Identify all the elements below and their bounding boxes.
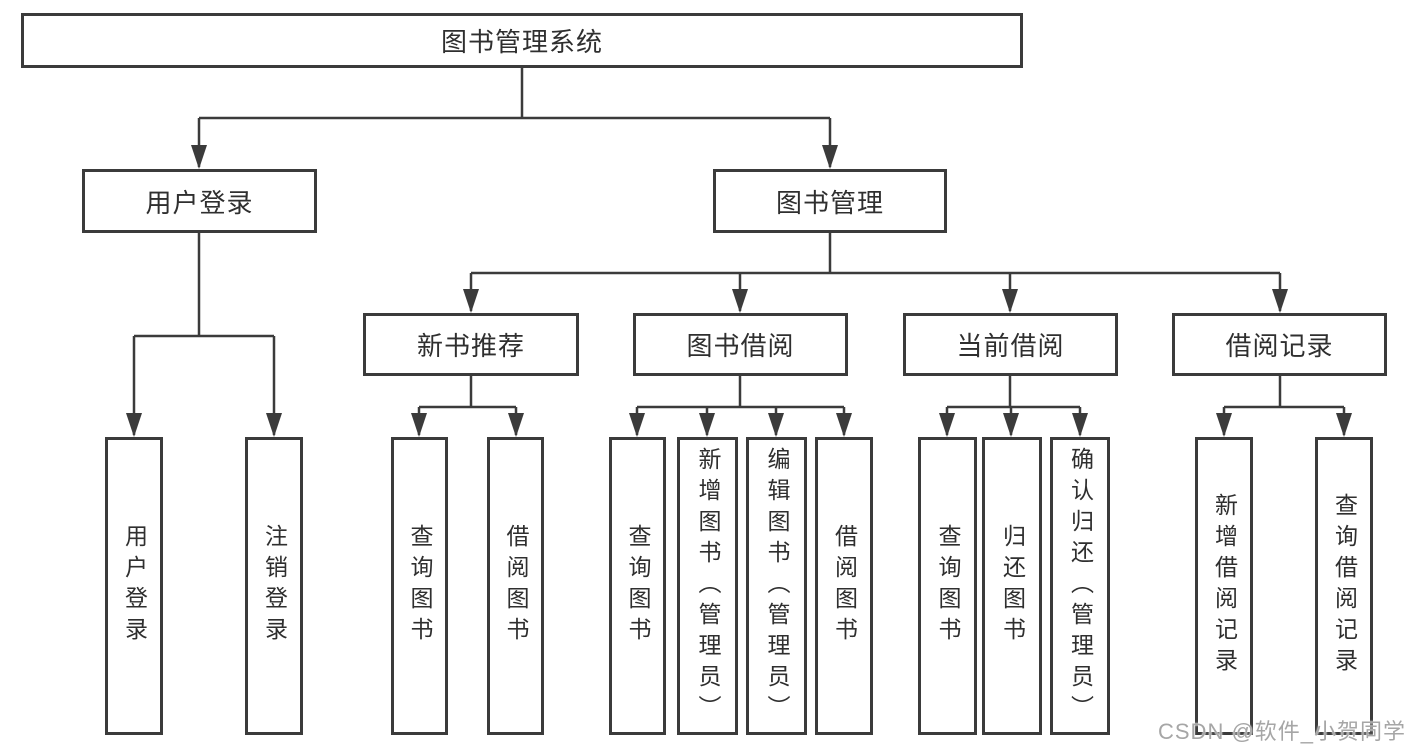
node-leaf-query-books-current: 查询图书 <box>918 437 977 735</box>
node-library-management-system: 图书管理系统 <box>21 13 1023 68</box>
node-label: 查询图书 <box>407 524 433 648</box>
arrow-down-icon <box>768 413 784 437</box>
node-leaf-query-books-borrowing: 查询图书 <box>609 437 666 735</box>
node-label: 归还图书 <box>999 524 1026 648</box>
node-leaf-borrow-books-recommendation: 借阅图书 <box>487 437 544 735</box>
connector-book-management-to-branches <box>463 233 1288 313</box>
node-label: 借阅图书 <box>831 524 858 648</box>
connector-borrowing-records-to-leaves <box>1216 376 1352 437</box>
node-label: 注销登录 <box>261 524 288 648</box>
arrow-down-icon <box>1336 413 1352 437</box>
node-label: 借阅图书 <box>503 524 529 648</box>
watermark: CSDN @软件_小贺同学 <box>1158 719 1405 744</box>
node-borrowing-records: 借阅记录 <box>1172 313 1387 376</box>
arrow-down-icon <box>191 145 207 169</box>
node-book-borrowing: 图书借阅 <box>633 313 848 376</box>
arrow-down-icon <box>463 289 479 313</box>
node-label: 图书借阅 <box>686 331 795 361</box>
node-label: 新增图书（管理员） <box>695 446 721 726</box>
arrow-down-icon <box>411 413 427 437</box>
arrow-down-icon <box>1216 413 1232 437</box>
node-new-book-recommendation: 新书推荐 <box>363 313 579 376</box>
arrow-down-icon <box>629 413 645 437</box>
node-label: 借阅记录 <box>1225 331 1334 361</box>
node-label: 用户登录 <box>145 187 254 218</box>
node-leaf-edit-book-admin: 编辑图书（管理员） <box>746 437 807 735</box>
arrow-down-icon <box>126 413 142 437</box>
arrow-down-icon <box>1002 289 1018 313</box>
connector-new-book-recommendation-to-leaves <box>411 376 524 437</box>
node-leaf-add-borrowing-record: 新增借阅记录 <box>1195 437 1253 735</box>
arrow-down-icon <box>822 145 838 169</box>
node-label: 当前借阅 <box>956 331 1065 361</box>
node-leaf-logout: 注销登录 <box>245 437 303 735</box>
node-label: 确认归还（管理员） <box>1067 446 1094 726</box>
node-label: 编辑图书（管理员） <box>764 446 790 726</box>
arrow-down-icon <box>508 413 524 437</box>
connector-user-login-to-leaves <box>126 233 282 437</box>
node-book-management: 图书管理 <box>713 169 947 233</box>
arrow-down-icon <box>1272 289 1288 313</box>
arrow-down-icon <box>939 413 955 437</box>
node-label: 图书管理 <box>775 187 884 218</box>
connector-root-to-branches <box>191 66 838 169</box>
node-leaf-borrow-books-borrowing: 借阅图书 <box>815 437 873 735</box>
node-label: 用户登录 <box>121 524 148 648</box>
node-leaf-confirm-return-admin: 确认归还（管理员） <box>1050 437 1110 735</box>
node-leaf-query-books-recommendation: 查询图书 <box>391 437 448 735</box>
arrow-down-icon <box>699 413 715 437</box>
node-label: 新书推荐 <box>416 331 525 361</box>
node-label: 查询图书 <box>625 524 651 648</box>
arrow-down-icon <box>836 413 852 437</box>
node-label: 查询图书 <box>935 524 961 648</box>
node-leaf-user-login: 用户登录 <box>105 437 163 735</box>
connector-current-borrowing-to-leaves <box>939 376 1088 437</box>
node-leaf-query-borrowing-record: 查询借阅记录 <box>1315 437 1373 735</box>
arrow-down-icon <box>1003 413 1019 437</box>
node-current-borrowing: 当前借阅 <box>903 313 1118 376</box>
node-leaf-return-book: 归还图书 <box>982 437 1042 735</box>
node-leaf-add-book-admin: 新增图书（管理员） <box>677 437 738 735</box>
arrow-down-icon <box>266 413 282 437</box>
node-label: 图书管理系统 <box>440 27 603 57</box>
arrow-down-icon <box>732 289 748 313</box>
connector-book-borrowing-to-leaves <box>629 376 852 437</box>
node-label: 新增借阅记录 <box>1211 493 1238 679</box>
arrow-down-icon <box>1072 413 1088 437</box>
node-user-login: 用户登录 <box>82 169 317 233</box>
node-label: 查询借阅记录 <box>1331 493 1358 679</box>
